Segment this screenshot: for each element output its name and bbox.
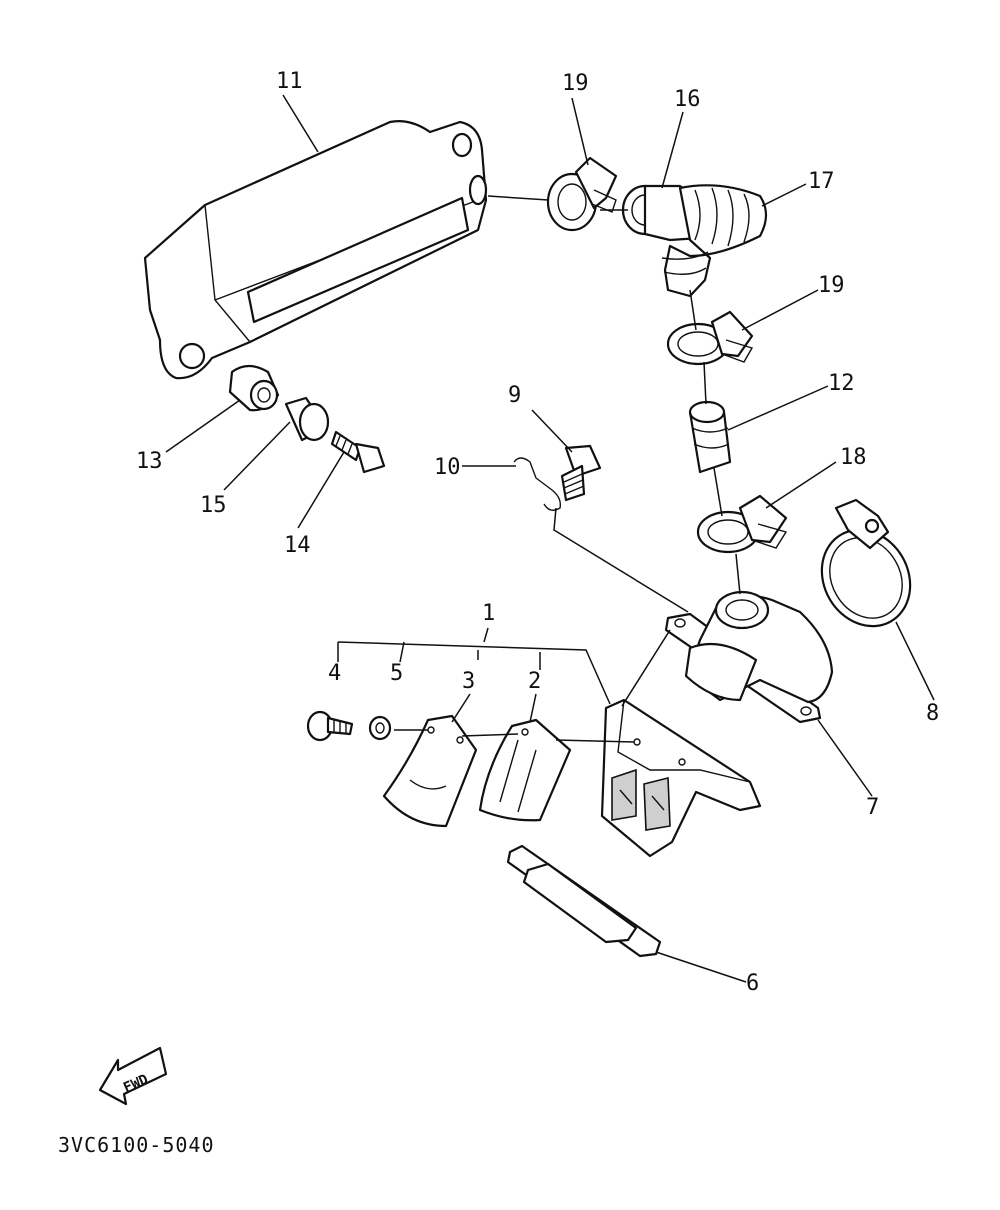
callout-11: 11 <box>276 69 303 94</box>
part-6-gasket[interactable] <box>506 844 662 958</box>
leader-lines <box>165 94 935 983</box>
part-12-joint-pipe[interactable] <box>688 400 732 474</box>
part-17-bellows[interactable] <box>661 184 768 298</box>
part-5-washer[interactable] <box>368 715 392 741</box>
callout-8: 8 <box>926 701 939 726</box>
callout-5: 5 <box>390 661 403 686</box>
part-3-reed-stopper[interactable] <box>382 714 478 828</box>
part-9-screw[interactable] <box>560 444 602 502</box>
part-2-reed-petal[interactable] <box>478 718 572 822</box>
callout-19-lower: 19 <box>818 273 845 298</box>
callout-1: 1 <box>482 601 495 626</box>
callout-2: 2 <box>528 669 541 694</box>
part-4-screw[interactable] <box>306 710 354 742</box>
part-19-hose-clamp-upper[interactable] <box>546 156 618 232</box>
callout-4: 4 <box>328 661 341 686</box>
callout-16: 16 <box>674 87 701 112</box>
part-14-bolt[interactable] <box>330 430 386 474</box>
part-1-reed-valve-assembly[interactable] <box>600 698 762 858</box>
callout-10: 10 <box>434 455 461 480</box>
callout-9: 9 <box>508 383 521 408</box>
part-11-air-box[interactable] <box>143 120 488 380</box>
callout-3: 3 <box>462 669 475 694</box>
part-15-collar[interactable] <box>284 396 330 442</box>
callout-18: 18 <box>840 445 867 470</box>
part-18-hose-clamp[interactable] <box>696 494 788 554</box>
callout-12: 12 <box>828 371 855 396</box>
part-8-band-clamp[interactable] <box>805 498 928 642</box>
part-13-grommet[interactable] <box>228 364 280 412</box>
forward-direction-arrow: FWD <box>98 1046 168 1106</box>
callout-13: 13 <box>136 449 163 474</box>
callout-7: 7 <box>866 795 879 820</box>
part-19-hose-clamp-lower[interactable] <box>666 310 754 366</box>
callout-6: 6 <box>746 971 759 996</box>
callout-15: 15 <box>200 493 227 518</box>
callout-19-upper: 19 <box>562 71 589 96</box>
part-7-carburetor-joint[interactable] <box>664 590 834 724</box>
part-10-clip[interactable] <box>513 457 562 511</box>
callout-labels: 11 19 16 17 19 12 18 9 10 13 15 14 1 4 5… <box>136 69 939 996</box>
callout-17: 17 <box>808 169 835 194</box>
callout-14: 14 <box>284 533 311 558</box>
catalog-code: 3VC6100-5040 <box>58 1133 215 1157</box>
